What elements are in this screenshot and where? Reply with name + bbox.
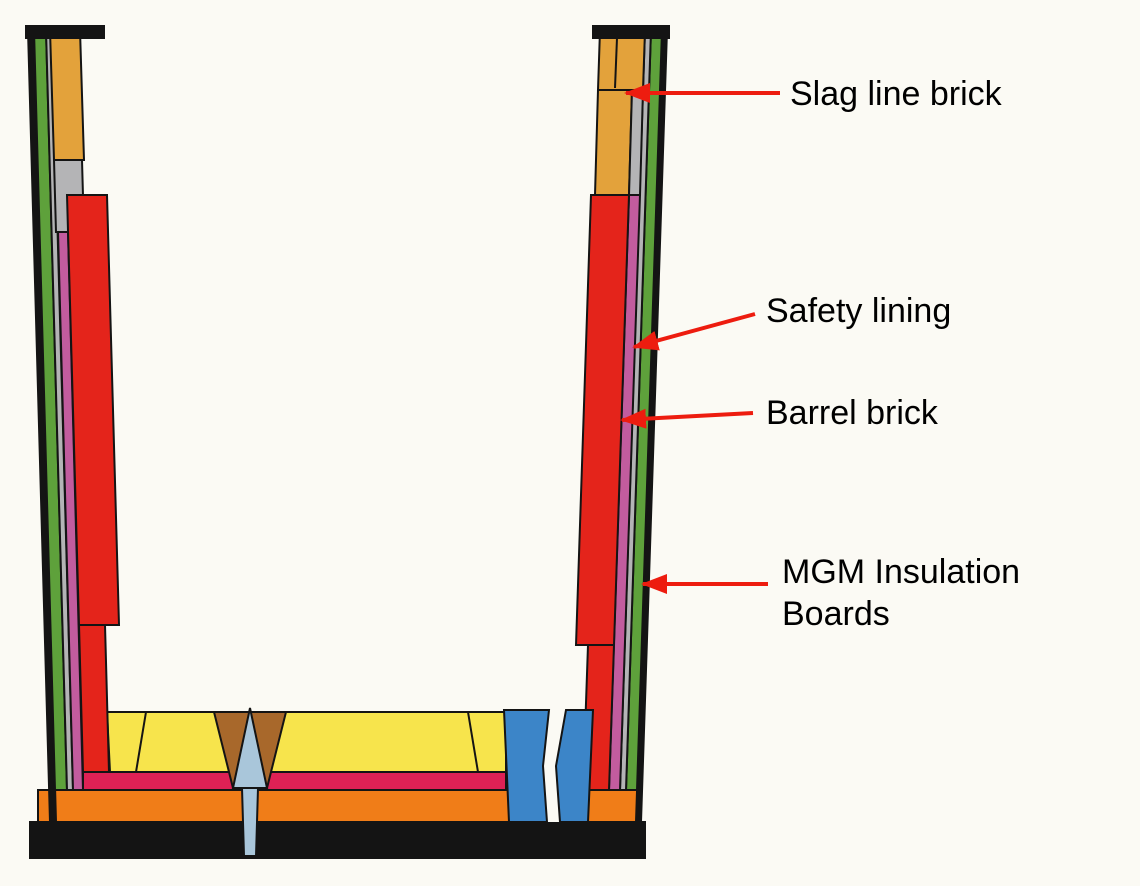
annotation-slag-line-brick: Slag line brick bbox=[624, 75, 1003, 113]
slag-brick-joint bbox=[614, 37, 618, 89]
gate-block-left bbox=[502, 709, 551, 823]
left-top-rim bbox=[25, 25, 105, 39]
barrel-brick-arrow bbox=[620, 408, 754, 429]
left-safety-lining bbox=[56, 231, 85, 791]
left-barrel-brick-lower bbox=[77, 624, 111, 773]
annotation-barrel-brick: Barrel brick bbox=[620, 394, 939, 432]
right-upper-gray-sliver bbox=[627, 89, 645, 196]
annotation-safety-lining: Safety lining bbox=[632, 292, 951, 351]
slag-line-brick-label: Slag line brick bbox=[790, 75, 1003, 113]
yellow-brick-joint bbox=[467, 711, 479, 773]
mgm-insulation-label-line1: MGM Insulation bbox=[782, 553, 1020, 591]
yellow-brick-joint bbox=[135, 711, 147, 773]
bottom-steel-base bbox=[29, 821, 646, 859]
bottom-yellow-bricks bbox=[105, 711, 507, 773]
barrel-brick-label: Barrel brick bbox=[766, 394, 939, 432]
safety-lining-arrow bbox=[632, 312, 756, 351]
safety-lining-label: Safety lining bbox=[766, 292, 951, 330]
left-barrel-brick-upper bbox=[65, 194, 121, 626]
mgm-insulation-label-line2: Boards bbox=[782, 595, 890, 633]
right-top-rim bbox=[592, 25, 670, 39]
nozzle-stem bbox=[240, 787, 260, 857]
left-slag-line-brick bbox=[48, 29, 86, 161]
annotation-mgm-insulation-boards: MGM Insulation Boards bbox=[641, 553, 1020, 633]
bottom-crimson-layer bbox=[82, 771, 507, 791]
gate-block-right bbox=[554, 709, 595, 823]
right-slag-line-brick-lower bbox=[593, 89, 634, 196]
